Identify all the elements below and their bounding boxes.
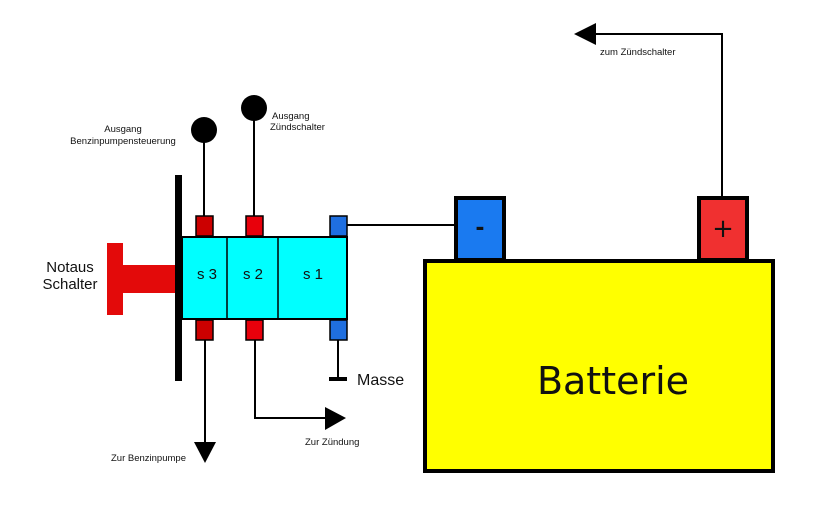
- arrow-benzinpumpe-icon: [194, 442, 216, 463]
- contact-s2-bottom: [245, 319, 264, 341]
- battery-label: Batterie: [537, 359, 689, 403]
- ground-symbol-icon: [329, 377, 347, 381]
- zur-benzinpumpe-label: Zur Benzinpumpe: [111, 453, 186, 464]
- zur-zuendung-label: Zur Zündung: [305, 437, 359, 448]
- contact-s1-bottom: [329, 319, 348, 341]
- battery-terminal-minus: [454, 196, 506, 262]
- ausgang-benzin-label-line1: Ausgang: [104, 124, 142, 135]
- battery-body: [423, 259, 775, 473]
- terminal-ausgang-zuendschalter: [241, 95, 267, 121]
- switch-section-s1: s 1: [303, 266, 323, 283]
- switch-body: [181, 236, 348, 320]
- notaus-knob-plate: [107, 243, 123, 315]
- switch-section-s2: s 2: [243, 266, 263, 283]
- contact-s3-bottom: [195, 319, 214, 341]
- minus-symbol: -: [475, 216, 484, 241]
- masse-label: Masse: [357, 372, 404, 389]
- notaus-label-line1: Notaus: [46, 259, 94, 276]
- terminal-ausgang-benzinpumpensteuerung: [191, 117, 217, 143]
- battery-terminal-plus: [697, 196, 749, 262]
- ausgang-zuend-label-line2: Zündschalter: [270, 122, 325, 133]
- arrow-zuendschalter-icon: [574, 23, 596, 45]
- notaus-label-line2: Schalter: [42, 276, 97, 293]
- notaus-knob-shaft: [123, 265, 178, 293]
- wire-zuendung: [254, 340, 328, 419]
- contact-s2-top: [245, 215, 264, 237]
- wire-plus-zuendschalter: [596, 33, 723, 198]
- contact-s3-top: [195, 215, 214, 237]
- switch-section-s3: s 3: [197, 266, 217, 283]
- contact-s1-top: [329, 215, 348, 237]
- arrow-zuendung-icon: [325, 407, 346, 430]
- plus-symbol: +: [712, 214, 734, 244]
- switch-mount-bar: [175, 175, 182, 381]
- zum-zuendschalter-label: zum Zündschalter: [600, 47, 676, 58]
- ausgang-zuend-label-line1: Ausgang: [272, 111, 310, 122]
- ausgang-benzin-label-line2: Benzinpumpensteuerung: [70, 136, 176, 147]
